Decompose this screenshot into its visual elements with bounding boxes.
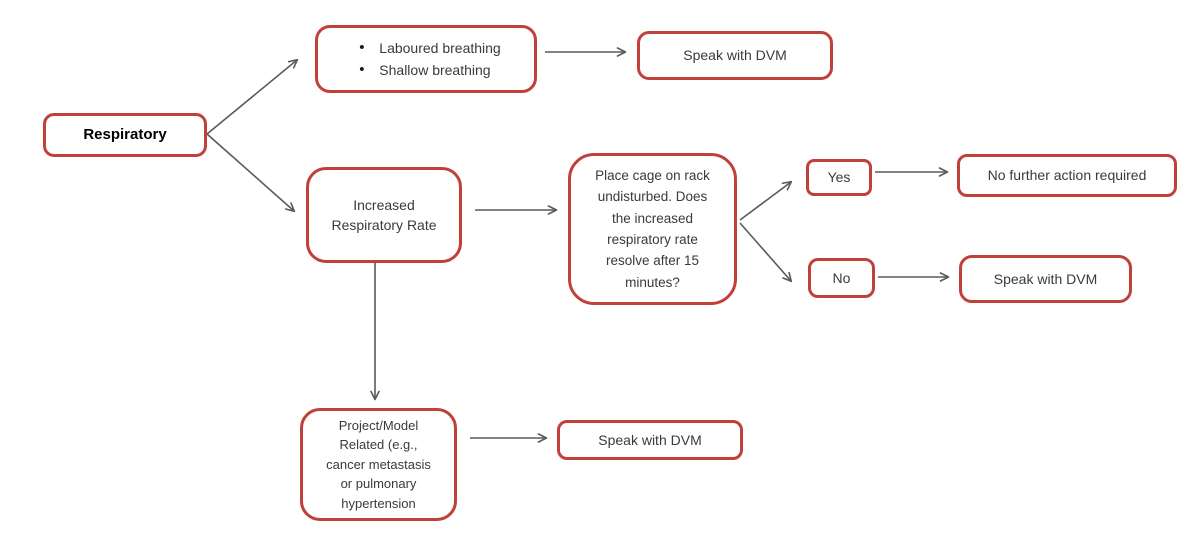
arrow-respiratory-to-increased-rate — [206, 133, 296, 213]
node-no-further-action-label: No further action required — [987, 167, 1147, 184]
node-increased-respiratory-rate-label: Increased Respiratory Rate — [331, 196, 437, 233]
node-no-label: No — [832, 269, 851, 286]
node-no: No — [808, 258, 875, 298]
arrow-respiratory-to-symptoms — [206, 58, 299, 135]
symptom-list-item: Laboured breathing — [351, 36, 500, 60]
node-place-cage-question: Place cage on rack undisturbed. Does the… — [568, 153, 737, 305]
node-speak-dvm-top-label: Speak with DVM — [683, 47, 787, 64]
node-yes: Yes — [806, 159, 872, 196]
node-place-cage-question-label: Place cage on rack undisturbed. Does the… — [595, 168, 710, 290]
symptom-list: Laboured breathing Shallow breathing — [351, 36, 500, 83]
arrow-place-cage-to-yes — [739, 180, 793, 221]
node-speak-dvm-bottom-label: Speak with DVM — [598, 431, 702, 448]
node-speak-dvm-mid-label: Speak with DVM — [993, 270, 1098, 287]
node-speak-dvm-bottom: Speak with DVM — [557, 420, 743, 460]
node-speak-dvm-mid: Speak with DVM — [959, 255, 1132, 303]
arrow-place-cage-to-no — [739, 222, 793, 283]
node-respiratory-label: Respiratory — [83, 126, 167, 144]
node-increased-respiratory-rate: Increased Respiratory Rate — [306, 167, 462, 263]
node-yes-label: Yes — [827, 169, 851, 186]
node-project-model-related: Project/Model Related (e.g., cancer meta… — [300, 408, 457, 521]
node-speak-dvm-top: Speak with DVM — [637, 31, 833, 80]
node-breathing-symptoms: Laboured breathing Shallow breathing — [315, 25, 537, 93]
node-no-further-action: No further action required — [957, 154, 1177, 197]
node-project-model-related-label: Project/Model Related (e.g., cancer meta… — [326, 417, 431, 511]
symptom-list-item: Shallow breathing — [351, 58, 500, 82]
node-respiratory: Respiratory — [43, 113, 207, 157]
